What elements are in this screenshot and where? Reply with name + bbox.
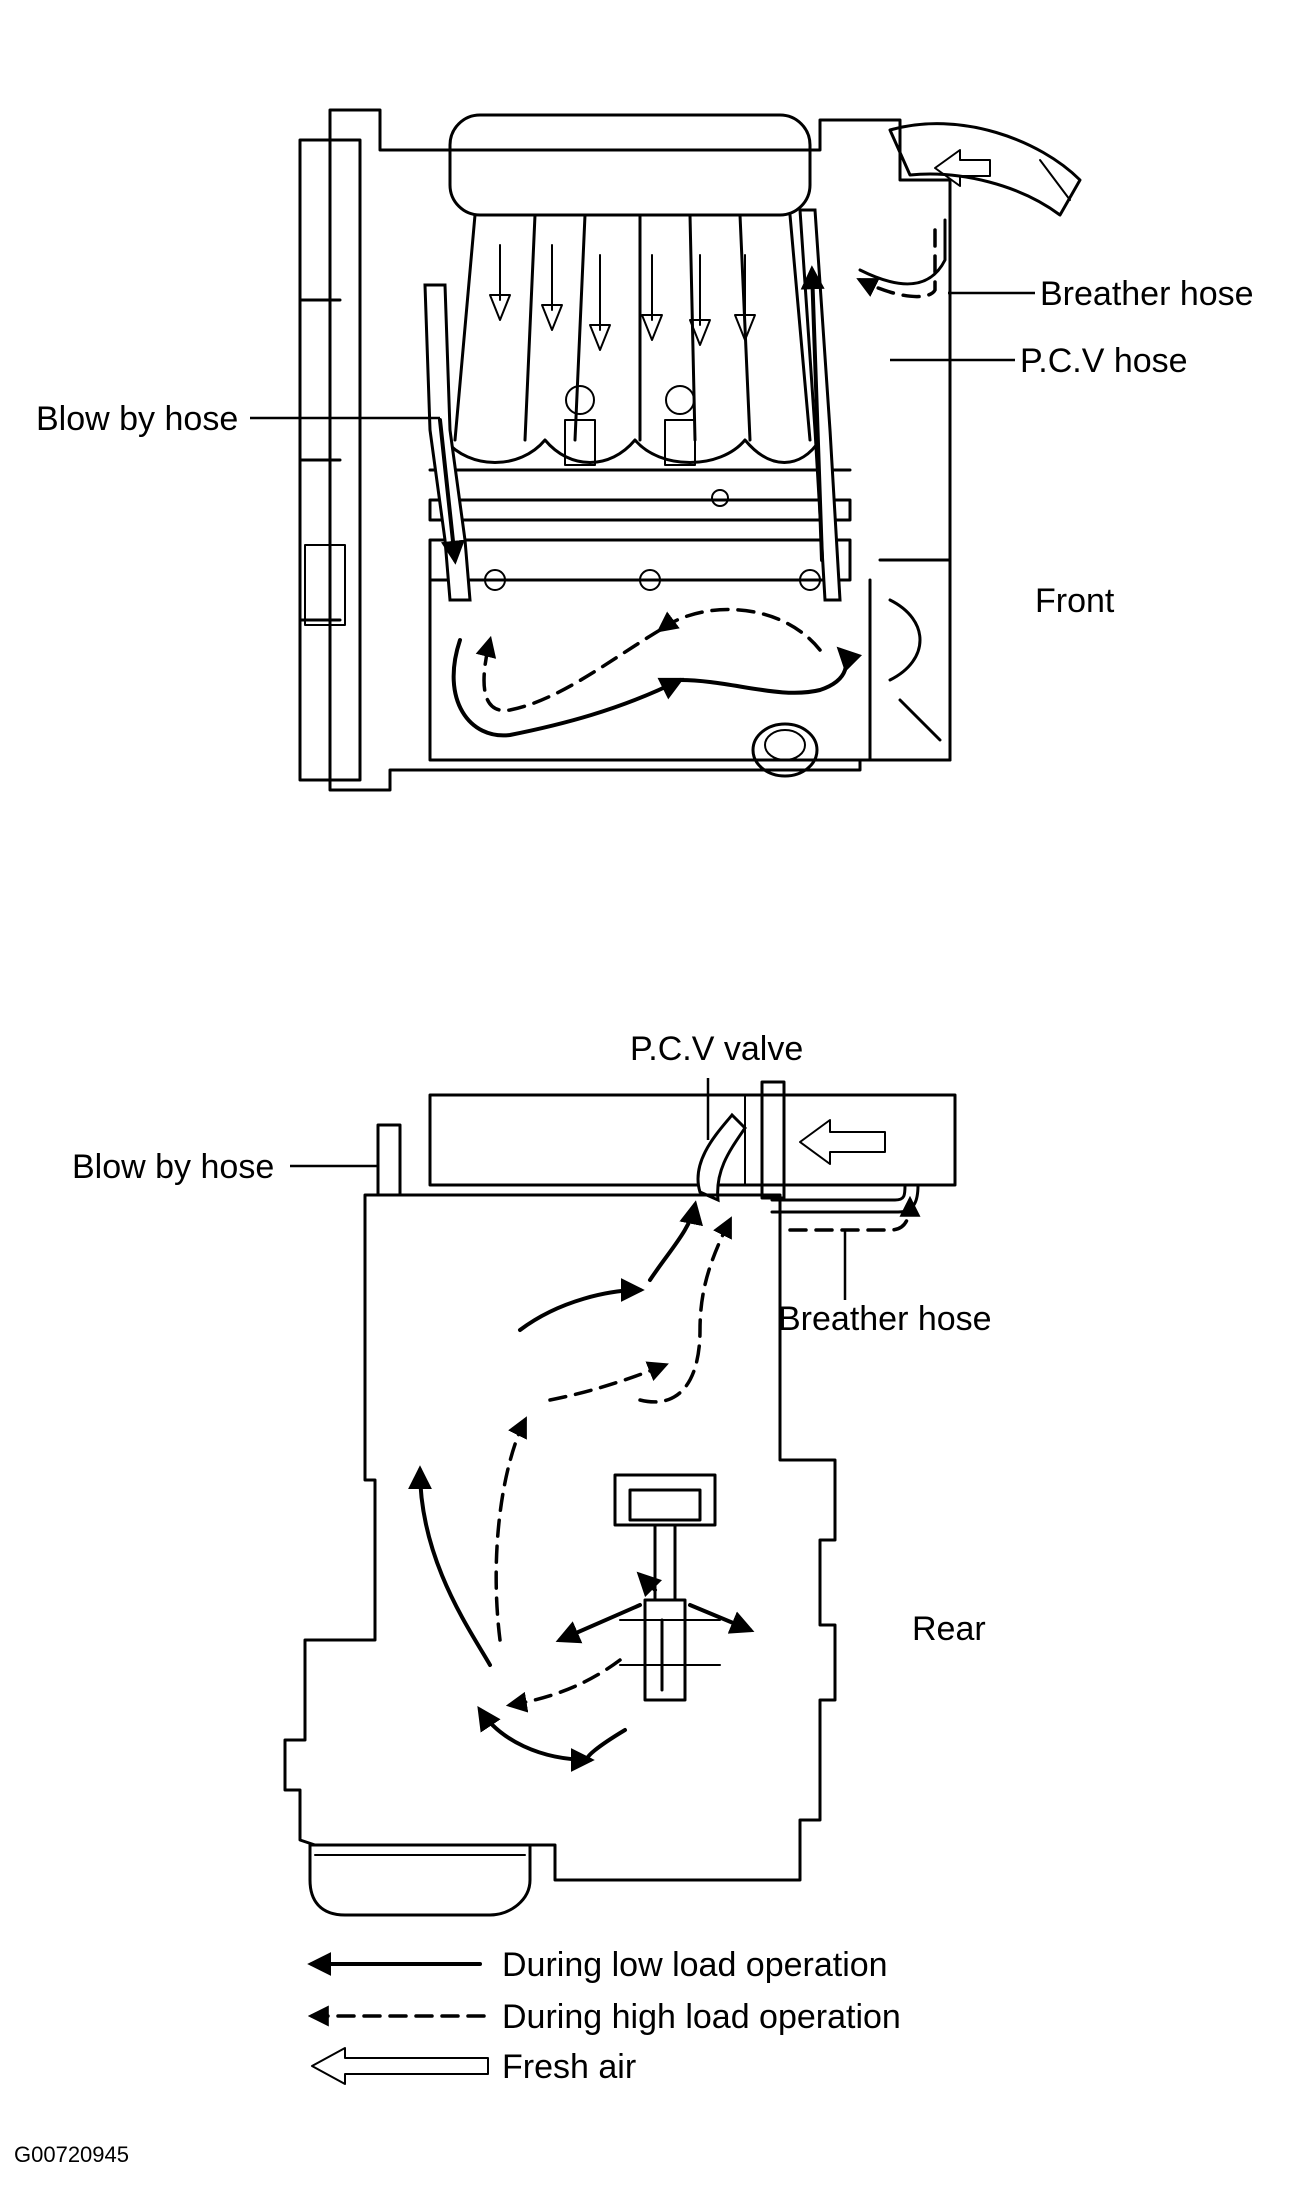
legend-low-load-label: During low load operation	[502, 1946, 888, 1984]
rear-label: Rear	[912, 1610, 986, 1648]
engine-block-side	[283, 1193, 837, 1882]
blow-by-hose-top	[423, 283, 472, 602]
low-load-flow-side	[408, 1200, 755, 1772]
air-intake-elbow	[888, 122, 1082, 217]
blow-by-hose-label-top: Blow by hose	[36, 400, 238, 438]
timing-bracket	[304, 544, 346, 626]
legend	[307, 1952, 492, 2085]
blow-by-hose-side	[376, 1123, 402, 1197]
crankcase	[428, 578, 872, 762]
high-load-flow-top	[656, 607, 822, 652]
connecting-rod	[643, 1523, 687, 1702]
oil-pan	[308, 1843, 532, 1917]
pcv-valve-label: P.C.V valve	[630, 1030, 803, 1068]
figure-code: G00720945	[14, 2142, 129, 2167]
breather-hose-top	[858, 218, 947, 286]
top-engine-view	[250, 108, 1082, 792]
front-label: Front	[1035, 582, 1115, 620]
low-load-flow-top	[451, 638, 685, 738]
pcv-hose-label: P.C.V hose	[1020, 342, 1188, 380]
piston	[613, 1473, 717, 1527]
timing-cover	[298, 138, 362, 782]
runner-flow-arrows	[489, 244, 756, 351]
fresh-air-arrow-top	[934, 149, 991, 187]
side-engine-view	[283, 1078, 957, 1917]
pcv-valve-fitting	[696, 1112, 747, 1203]
legend-fresh-air-arrow	[311, 2047, 489, 2085]
breather-hose-label-side: Breather hose	[778, 1300, 992, 1338]
surge-tank	[448, 113, 812, 217]
oil-filler-cap	[751, 722, 819, 778]
pcv-hose-top	[798, 208, 842, 602]
throttle-flange	[760, 1080, 786, 1200]
engine-block-outline	[328, 108, 952, 792]
blow-by-flow-arrow	[438, 418, 465, 565]
blow-by-hose-label-side: Blow by hose	[72, 1148, 274, 1186]
intake-duct-side	[428, 1093, 957, 1187]
intake-runners	[443, 213, 822, 464]
front-accessories	[878, 558, 952, 762]
cylinder-head	[428, 538, 852, 582]
legend-high-load-label: During high load operation	[502, 1998, 901, 2036]
high-load-flow-side	[494, 1216, 732, 1713]
injector-row	[428, 385, 852, 522]
breather-hose-label-top: Breather hose	[1040, 275, 1254, 313]
fresh-air-arrow-side	[799, 1119, 886, 1165]
breather-hose-side	[770, 1183, 907, 1202]
legend-fresh-air-label: Fresh air	[502, 2048, 636, 2086]
